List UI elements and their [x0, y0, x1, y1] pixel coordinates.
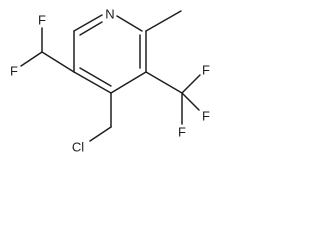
chemical-structure: N F F F F F Cl	[10, 7, 210, 155]
ring-bond-c4-c5	[73, 71, 112, 94]
cf3-bond	[145, 71, 183, 94]
atom-label-chlorine: Cl	[72, 140, 84, 155]
ring-bond-c3-c4	[110, 71, 147, 94]
cf3-f-bond-up	[181, 74, 201, 94]
atom-label-fluorine-cf3-top: F	[202, 63, 210, 78]
atom-label-fluorine-cf3-right: F	[202, 109, 210, 124]
atom-label-fluorine-chf2-top: F	[38, 13, 46, 28]
ring-double-bond-c6-n1	[79, 21, 103, 36]
ring-bond-n1-c2	[116, 15, 143, 32]
atom-label-fluorine-cf3-bottom: F	[178, 125, 186, 140]
chf2-f-bond-left	[20, 51, 43, 67]
ring-double-bond-c4-c5	[79, 67, 112, 87]
ring-bond-c6-n1	[73, 14, 103, 32]
methyl-bond	[145, 10, 182, 32]
atom-label-nitrogen: N	[105, 7, 114, 22]
ch2-cl-bond	[89, 126, 112, 142]
chf2-bond	[41, 51, 75, 73]
atom-label-group: N F F F F F Cl	[10, 7, 210, 155]
cf3-f-bond-right	[181, 92, 200, 111]
atom-label-fluorine-chf2-left: F	[10, 64, 18, 79]
bond-group	[20, 10, 201, 142]
